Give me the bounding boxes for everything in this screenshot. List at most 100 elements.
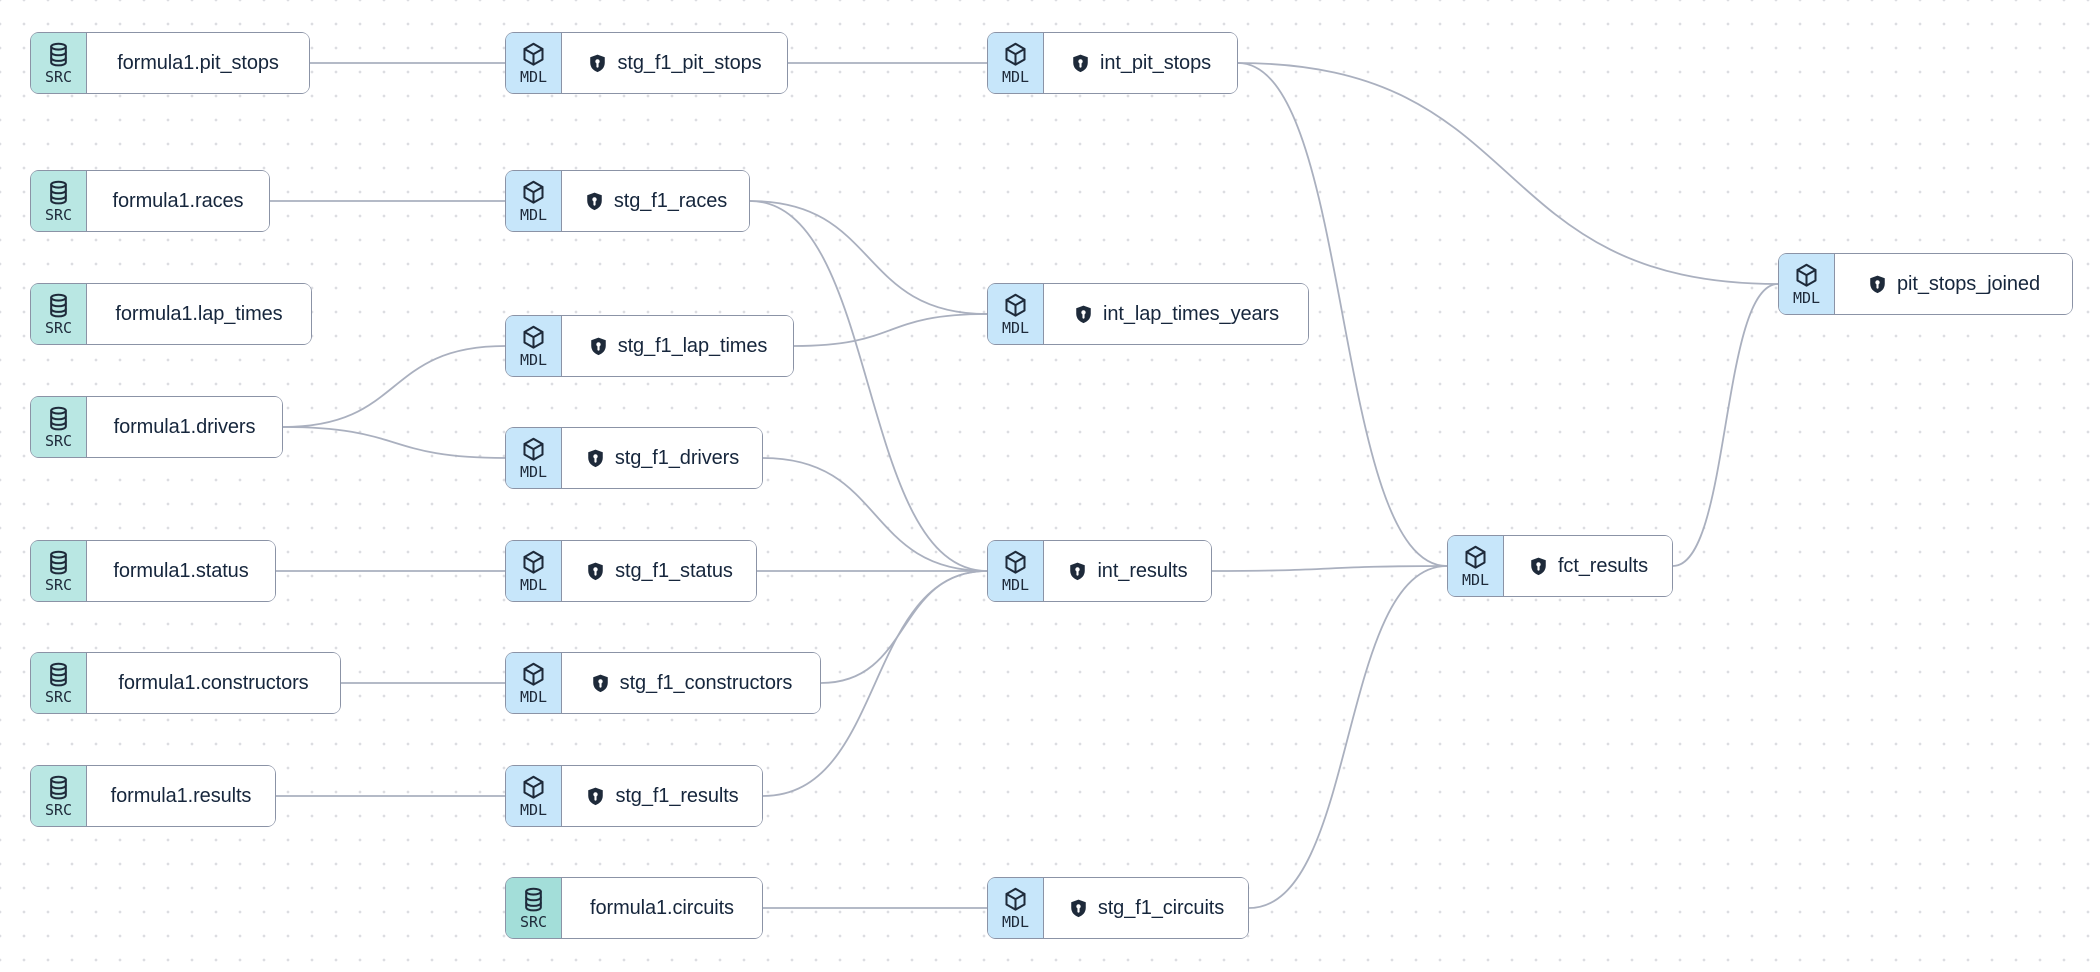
node-type-label: SRC	[44, 576, 73, 594]
node-type-badge: SRC	[31, 653, 87, 713]
lineage-edge-stg_lap_times-to-int_lap_times_years	[793, 313, 988, 347]
node-label-area: pit_stops_joined	[1835, 254, 2072, 314]
node-type-label: SRC	[44, 206, 73, 224]
node-label: int_pit_stops	[1100, 51, 1211, 74]
shield-lock-icon	[1068, 898, 1089, 919]
node-type-badge: SRC	[31, 766, 87, 826]
shield-lock-icon	[587, 53, 608, 74]
node-type-label: MDL	[1001, 319, 1030, 337]
node-type-label: MDL	[519, 463, 548, 481]
node-label-area: stg_f1_results	[562, 766, 762, 826]
node-type-label: MDL	[1001, 68, 1030, 86]
node-type-label: MDL	[519, 206, 548, 224]
graph-node-stg_f1_constructors[interactable]: MDL stg_f1_constructors	[505, 652, 821, 714]
node-type-badge: SRC	[506, 878, 562, 938]
graph-node-formula1.results[interactable]: SRC formula1.results	[30, 765, 276, 827]
lineage-edge-stg_drivers-to-int_results	[762, 457, 988, 572]
graph-node-stg_f1_status[interactable]: MDL stg_f1_status	[505, 540, 757, 602]
node-type-label: SRC	[44, 68, 73, 86]
lineage-edge-int_pit_stops-to-pit_stops_joined	[1237, 62, 1779, 285]
package-icon	[1002, 886, 1029, 913]
lineage-edge-src_drivers-to-stg_lap_times	[282, 345, 506, 428]
package-icon	[520, 436, 547, 463]
graph-node-int_lap_times_years[interactable]: MDL int_lap_times_years	[987, 283, 1309, 345]
shield-lock-icon	[590, 673, 611, 694]
graph-node-stg_f1_races[interactable]: MDL stg_f1_races	[505, 170, 750, 232]
node-label: formula1.races	[112, 189, 244, 212]
node-label: stg_f1_constructors	[619, 671, 793, 694]
node-label: formula1.results	[110, 784, 252, 807]
graph-node-fct_results[interactable]: MDL fct_results	[1447, 535, 1673, 597]
node-label-area: stg_f1_races	[562, 171, 749, 231]
lineage-edge-stg_circuits-to-fct_results	[1248, 565, 1448, 909]
node-label: stg_f1_lap_times	[617, 334, 768, 357]
node-type-badge: MDL	[988, 878, 1044, 938]
node-type-badge: MDL	[1448, 536, 1504, 596]
lineage-edge-int_pit_stops-to-fct_results	[1237, 62, 1448, 567]
node-type-label: MDL	[1792, 289, 1821, 307]
shield-lock-icon	[585, 561, 606, 582]
node-type-badge: MDL	[988, 541, 1044, 601]
graph-node-int_results[interactable]: MDL int_results	[987, 540, 1212, 602]
node-label-area: stg_f1_constructors	[562, 653, 820, 713]
lineage-edge-fct_results-to-pit_stops_joined	[1672, 283, 1779, 567]
node-label: stg_f1_races	[613, 189, 728, 212]
node-label-area: stg_f1_status	[562, 541, 756, 601]
node-type-label: MDL	[519, 576, 548, 594]
node-label: fct_results	[1557, 554, 1649, 577]
node-label: stg_f1_results	[615, 784, 739, 807]
shield-lock-icon	[585, 786, 606, 807]
shield-lock-icon	[588, 336, 609, 357]
graph-node-stg_f1_drivers[interactable]: MDL stg_f1_drivers	[505, 427, 763, 489]
node-type-badge: MDL	[1779, 254, 1835, 314]
graph-node-pit_stops_joined[interactable]: MDL pit_stops_joined	[1778, 253, 2073, 315]
database-icon	[45, 661, 72, 688]
package-icon	[1002, 292, 1029, 319]
node-type-badge: SRC	[31, 171, 87, 231]
lineage-edge-src_drivers-to-stg_drivers	[282, 426, 506, 459]
package-icon	[520, 549, 547, 576]
graph-node-formula1.races[interactable]: SRC formula1.races	[30, 170, 270, 232]
lineage-edge-stg_results-to-int_results	[762, 570, 988, 797]
node-type-label: MDL	[519, 68, 548, 86]
database-icon	[45, 41, 72, 68]
graph-node-stg_f1_pit_stops[interactable]: MDL stg_f1_pit_stops	[505, 32, 788, 94]
graph-node-int_pit_stops[interactable]: MDL int_pit_stops	[987, 32, 1238, 94]
node-label: stg_f1_circuits	[1097, 896, 1225, 919]
node-type-badge: MDL	[506, 428, 562, 488]
node-label-area: int_lap_times_years	[1044, 284, 1308, 344]
lineage-edge-stg_races-to-int_lap_times_years	[749, 200, 988, 315]
node-type-label: MDL	[1461, 571, 1490, 589]
node-label-area: formula1.circuits	[562, 878, 762, 938]
node-label: stg_f1_pit_stops	[617, 51, 762, 74]
database-icon	[45, 774, 72, 801]
node-type-badge: MDL	[506, 171, 562, 231]
node-label: int_lap_times_years	[1103, 302, 1279, 325]
node-label-area: stg_f1_pit_stops	[562, 33, 787, 93]
node-label-area: int_pit_stops	[1044, 33, 1237, 93]
node-label-area: stg_f1_drivers	[562, 428, 762, 488]
node-label-area: stg_f1_circuits	[1044, 878, 1248, 938]
node-type-badge: MDL	[506, 653, 562, 713]
node-label: formula1.constructors	[118, 671, 309, 694]
package-icon	[1793, 262, 1820, 289]
shield-lock-icon	[1528, 556, 1549, 577]
shield-lock-icon	[1067, 561, 1088, 582]
node-label-area: formula1.constructors	[87, 653, 340, 713]
graph-node-formula1.constructors[interactable]: SRC formula1.constructors	[30, 652, 341, 714]
package-icon	[1002, 41, 1029, 68]
database-icon	[45, 179, 72, 206]
node-type-badge: SRC	[31, 33, 87, 93]
node-label: int_results	[1097, 559, 1188, 582]
graph-node-stg_f1_circuits[interactable]: MDL stg_f1_circuits	[987, 877, 1249, 939]
node-type-label: MDL	[519, 688, 548, 706]
shield-lock-icon	[584, 191, 605, 212]
